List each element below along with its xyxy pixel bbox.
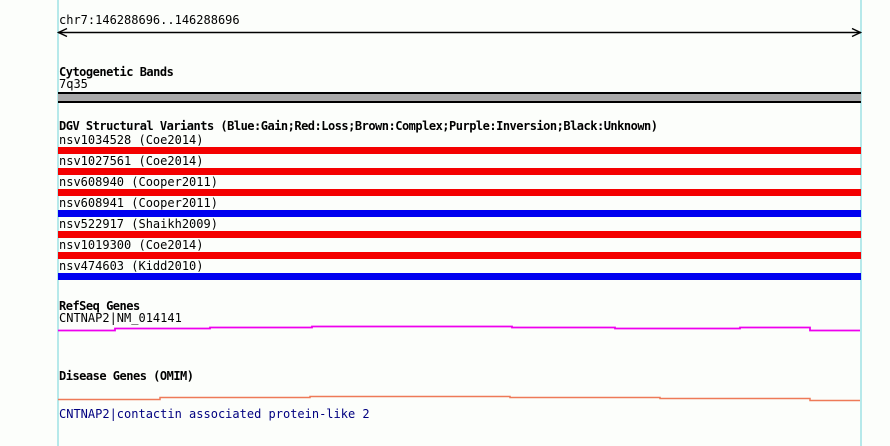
omim-gene-label[interactable]: CNTNAP2|contactin associated protein-lik… [59, 407, 370, 421]
dgv-variant-label[interactable]: nsv1019300 (Coe2014) [59, 238, 204, 252]
dgv-variant-label[interactable]: nsv1034528 (Coe2014) [59, 133, 204, 147]
region-coordinates-label: chr7:146288696..146288696 [59, 13, 240, 27]
dgv-variant-label[interactable]: nsv1027561 (Coe2014) [59, 154, 204, 168]
dgv-variant-feature[interactable] [58, 168, 861, 175]
refseq-genes-title: RefSeq Genes [59, 299, 140, 313]
right-region-guide-line [860, 0, 862, 446]
dgv-variant-label[interactable]: nsv474603 (Kidd2010) [59, 259, 204, 273]
refseq-gene-label[interactable]: CNTNAP2|NM_014141 [59, 311, 182, 325]
dgv-variant-feature[interactable] [58, 273, 861, 280]
dgv-variant-feature[interactable] [58, 231, 861, 238]
dgv-variant-label[interactable]: nsv608940 (Cooper2011) [59, 175, 218, 189]
disease-genes-omim-title: Disease Genes (OMIM) [59, 369, 194, 383]
cytogenetic-bands-title: Cytogenetic Bands [59, 65, 174, 79]
dgv-variant-feature[interactable] [58, 252, 861, 259]
dgv-structural-variants-title: DGV Structural Variants (Blue:Gain;Red:L… [59, 119, 658, 133]
left-region-guide-line [57, 0, 59, 446]
dgv-variant-feature[interactable] [58, 210, 861, 217]
dgv-variant-feature[interactable] [58, 147, 861, 154]
cytoband-label: 7q35 [59, 77, 88, 91]
dgv-variant-feature[interactable] [58, 189, 861, 196]
dgv-variant-label[interactable]: nsv522917 (Shaikh2009) [59, 217, 218, 231]
cytoband-feature[interactable] [58, 92, 861, 103]
dgv-variant-label[interactable]: nsv608941 (Cooper2011) [59, 196, 218, 210]
